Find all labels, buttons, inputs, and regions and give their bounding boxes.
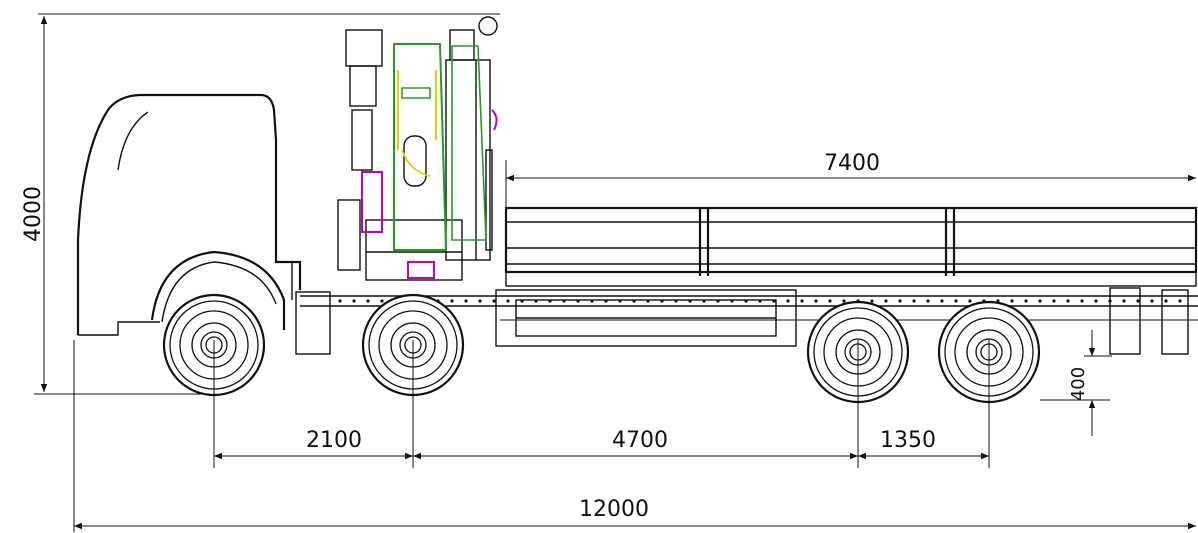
frame-rivet [464,299,468,303]
cargo-platform [495,206,1198,355]
frame-rivet [968,299,972,303]
dimension-platform-length: 7400 [505,151,1196,210]
frame-rivet [1094,299,1098,303]
frame-rivet [800,299,804,303]
frame-rivet [954,299,958,303]
frame-rivet [450,299,454,303]
frame-rivet [1122,299,1126,303]
frame-rivet [380,299,384,303]
dim-label-1350: 1350 [880,428,936,453]
frame-rivet [1164,299,1168,303]
frame-rivet [352,299,356,303]
truck-cab [76,93,331,355]
frame-rivet [1024,299,1028,303]
frame-rivet [492,299,496,303]
frame-rivet [1178,299,1182,303]
frame-rivet [898,299,902,303]
loader-crane [337,16,498,281]
frame-rivet [1038,299,1042,303]
frame-rivet [1080,299,1084,303]
dimension-wheelbase: 2100 4700 1350 [213,340,990,468]
dim-label-7400: 7400 [824,151,880,176]
frame-rivet [842,299,846,303]
frame-rivet [814,299,818,303]
frame-rivet [478,299,482,303]
frame-rivet [1010,299,1014,303]
frame-rivet [884,299,888,303]
dimension-overall-length: 12000 [73,340,1196,532]
dim-label-2100: 2100 [306,428,362,453]
frame-rivet [1150,299,1154,303]
frame-rivet [912,299,916,303]
dimension-ground-clearance: 400 [1040,330,1112,436]
dim-label-4700: 4700 [612,428,668,453]
frame-rivet [940,299,944,303]
dim-label-12000: 12000 [579,497,649,522]
frame-rivet [1052,299,1056,303]
frame-rivet [506,299,510,303]
frame-rivet [1136,299,1140,303]
frame-rivet [786,299,790,303]
frame-rivet [870,299,874,303]
frame-rivet [1066,299,1070,303]
dim-label-4000: 4000 [21,186,46,242]
frame-rivet [828,299,832,303]
frame-rivet [338,299,342,303]
frame-rivet [926,299,930,303]
dim-label-400: 400 [1068,367,1089,401]
wheels [162,293,1041,404]
dimension-overall-height: 4000 [21,13,500,395]
frame-rivet [366,299,370,303]
